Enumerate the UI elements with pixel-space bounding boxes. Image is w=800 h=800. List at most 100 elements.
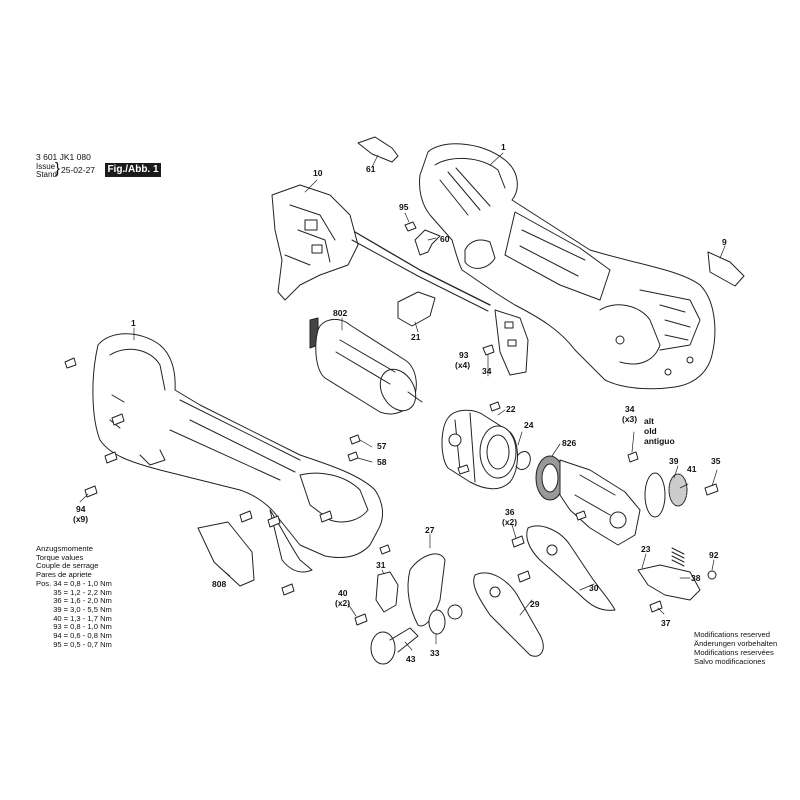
torque-value: 0,6 - 0,8 Nm [70, 631, 112, 641]
trigger-23 [637, 547, 717, 601]
callout: 35 [711, 456, 721, 466]
callout: 23 [641, 544, 651, 554]
callout: 95 [399, 202, 409, 212]
torque-values: Anzugsmomente Torque values Couple de se… [36, 544, 114, 650]
torque-pos: 95 [53, 639, 62, 649]
torque-value: 0,8 - 1,0 Nm [70, 622, 112, 632]
mod-line: Modifications reservées [694, 648, 774, 657]
callout: 94 [76, 504, 86, 514]
washer-39 [644, 472, 666, 518]
torque-title-fr: Couple de serrage [36, 561, 99, 571]
figure-label: Fig./Abb. 1 [105, 163, 161, 177]
callout: 61 [366, 164, 376, 174]
callout: 38 [691, 573, 701, 583]
torque-pos: 94 [53, 631, 62, 641]
callout: 58 [377, 457, 387, 467]
callout: 24 [524, 420, 534, 430]
callout: 93 [459, 350, 469, 360]
part-code: 3 601 JK1 080 [36, 152, 91, 162]
callout: 826 [562, 438, 576, 448]
torque-value: 1,2 - 2,2 Nm [70, 587, 112, 597]
torque-pos: 36 [53, 596, 62, 606]
torque-pos: 34 [53, 578, 62, 588]
leader-lines [79, 152, 726, 651]
alt-note: alt old antiguo [644, 416, 675, 446]
callout: 27 [425, 525, 435, 535]
housing-top [419, 143, 716, 390]
callout: 10 [313, 168, 323, 178]
callout: 60 [440, 234, 450, 244]
torque-row: 40=1,3 - 1,7 Nm [36, 613, 114, 624]
callout: 37 [661, 618, 671, 628]
torque-value: 1,6 - 2,0 Nm [70, 596, 112, 606]
callout: 1 [501, 142, 506, 152]
callout: (x3) [622, 414, 637, 424]
torque-eq: = [63, 578, 69, 588]
callout: 33 [430, 648, 440, 658]
callout: 22 [506, 404, 516, 414]
callouts: 1 10 61 95 60 9 802 21 93 (x4) 34 1 22 2… [73, 142, 727, 664]
callout: 1 [131, 318, 136, 328]
motor-802 [309, 317, 423, 415]
blades [407, 525, 616, 657]
callout: (x4) [455, 360, 470, 370]
issue-date: 25-02-27 [61, 165, 96, 175]
issue-label: Issue [36, 162, 56, 171]
torque-row: 93=0,8 - 1,0 Nm [36, 623, 114, 632]
alt-line: antiguo [644, 436, 675, 446]
torque-eq: = [63, 631, 69, 641]
callout: 802 [333, 308, 347, 318]
torque-value: 0,8 - 1,0 Nm [70, 578, 112, 588]
callout: 43 [406, 654, 416, 664]
washer-33 [428, 609, 446, 635]
torque-title-en: Torque values [36, 552, 84, 562]
torque-eq: = [63, 596, 69, 606]
torque-pos: 39 [53, 604, 62, 614]
torque-row: 94=0,6 - 0,8 Nm [36, 631, 114, 641]
callout: (x2) [502, 517, 517, 527]
torque-eq: = [63, 639, 69, 649]
bolt-43 [370, 627, 419, 665]
part-808 [197, 521, 255, 587]
torque-row: 39=3,0 - 5,5 Nm [36, 604, 114, 615]
torque-value: 1,3 - 1,7 Nm [70, 613, 112, 623]
callout: 31 [376, 560, 386, 570]
part-9 [707, 251, 745, 287]
callout: 808 [212, 579, 226, 589]
part-21 [397, 291, 436, 327]
callout: 40 [338, 588, 348, 598]
torque-eq: = [63, 604, 69, 614]
torque-row: Pos.34=0,8 - 1,0 Nm [36, 578, 114, 589]
alt-line: alt [644, 416, 654, 426]
modifications-note: Modifications reserved Änderungen vorbeh… [694, 630, 777, 666]
callout: (x2) [335, 598, 350, 608]
callout: 39 [669, 456, 679, 466]
brace: } [55, 160, 61, 177]
torque-pos: 40 [53, 613, 62, 623]
electronics-module [271, 184, 491, 312]
mod-line: Modifications reserved [694, 630, 770, 639]
gear-41 [668, 473, 688, 507]
torque-title-es: Pares de apriete [36, 570, 92, 580]
callout: 57 [377, 441, 387, 451]
torque-pos: 35 [53, 587, 62, 597]
blade-30 [526, 525, 616, 611]
callout: 41 [687, 464, 697, 474]
torque-eq: = [63, 587, 69, 597]
callout: 30 [589, 583, 599, 593]
callout: 92 [709, 550, 719, 560]
gear-housing [441, 409, 531, 490]
alt-line: old [644, 426, 657, 436]
callout: 34 [625, 404, 635, 414]
torque-pos: 93 [53, 622, 62, 632]
torque-eq: = [63, 613, 69, 623]
housing-bottom [92, 333, 383, 573]
mod-line: Salvo modificaciones [694, 657, 766, 666]
mod-line: Änderungen vorbehalten [694, 639, 778, 648]
part-61 [357, 136, 399, 163]
stand-label: Stand [36, 170, 57, 179]
pos-label: Pos. [36, 578, 52, 588]
callout: 29 [530, 599, 540, 609]
torque-table: Pos.34=0,8 - 1,0 Nm 35=1,2 - 2,2 Nm 36=1… [36, 578, 114, 650]
callout: 36 [505, 507, 515, 517]
